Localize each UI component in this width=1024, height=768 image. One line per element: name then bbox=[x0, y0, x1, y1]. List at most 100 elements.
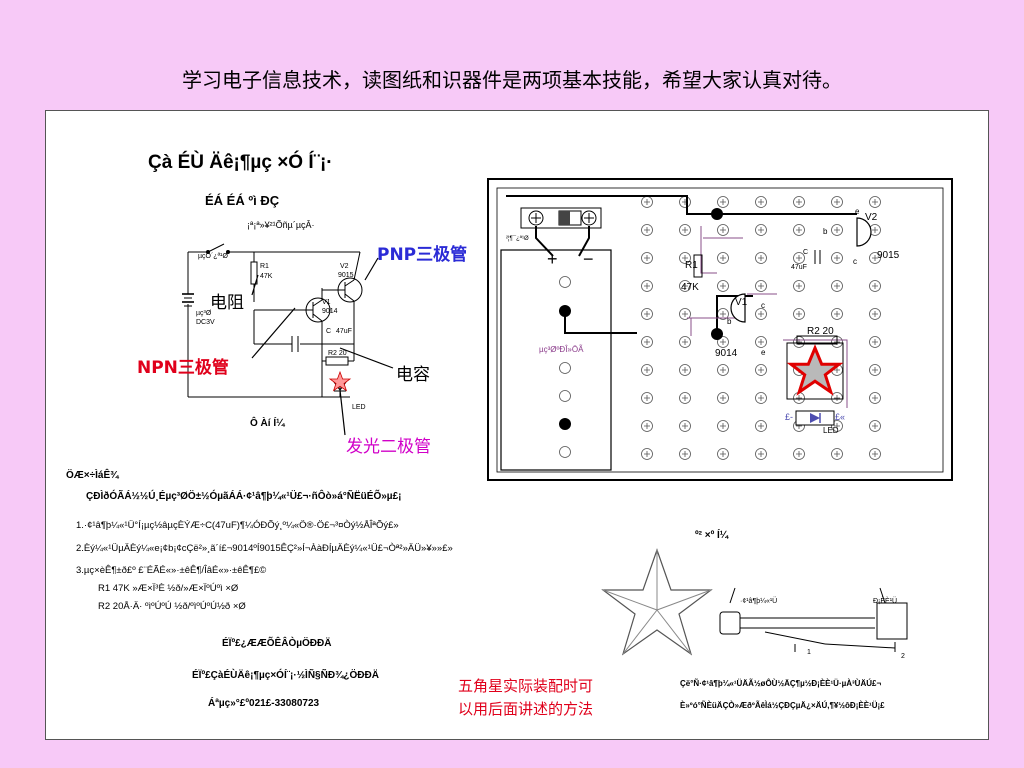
board-pad-mark bbox=[796, 311, 802, 317]
board-pad-mark bbox=[644, 283, 650, 289]
led-label: LED bbox=[352, 404, 366, 411]
principle-intro: ÇÐÌðÓÃÁ½½Ú¸Éµç³ØÖ±½ÓµãÁÁ·¢¹â¶þ¼«¹Ü£¬·ñÔò… bbox=[86, 491, 402, 502]
board-pad-mark bbox=[644, 395, 650, 401]
board-pad-mark bbox=[682, 227, 688, 233]
board-pad-mark bbox=[682, 311, 688, 317]
board-layout-diagram: + − ²¦¶¯¿ª¹Ø µç³ØºÐÎ»ÖÃ e V2 9015 b c R1… bbox=[487, 178, 953, 481]
board-v1-label: V1 bbox=[735, 297, 748, 308]
board-pad-mark bbox=[682, 367, 688, 373]
battery-box-label: µç³ØºÐÎ»ÖÃ bbox=[539, 345, 584, 354]
board-r2-label: R2 20 bbox=[807, 326, 834, 337]
r1-label: R1 bbox=[260, 263, 269, 270]
board-pad-mark bbox=[758, 311, 764, 317]
r2-label: R2 20 bbox=[328, 350, 347, 357]
board-pad-mark bbox=[758, 451, 764, 457]
page-title: 学习电子信息技术，读图纸和识器件是两项基本技能，希望大家认真对待。 bbox=[182, 68, 842, 92]
callout-leaders bbox=[251, 257, 394, 436]
assembly-note-2: È»ºó°ÑÈüÄÇÒ»ÆðºÃêÌá½ÇÐÇµÄ¿×ÄÚ,¶¥½ôÐ¡ÈÈ¹Ü… bbox=[680, 701, 885, 710]
assembly-caption: º² ×º Í¼ bbox=[695, 530, 729, 541]
board-pad-mark bbox=[872, 311, 878, 317]
board-pad-mark bbox=[682, 283, 688, 289]
board-pad-mark bbox=[682, 423, 688, 429]
board-v1-value: 9014 bbox=[715, 348, 738, 359]
board-cap-label: C bbox=[803, 249, 808, 256]
schematic-caption: ¡ª¡ª»¥²¹Õñµ´µçÂ· bbox=[247, 220, 315, 230]
board-pad-mark bbox=[834, 395, 840, 401]
board-pad-mark bbox=[758, 395, 764, 401]
board-plus: + bbox=[547, 249, 558, 269]
board-pad-mark bbox=[796, 199, 802, 205]
board-pad-mark bbox=[758, 255, 764, 261]
led-star-icon bbox=[328, 370, 352, 392]
board-pad-mark bbox=[834, 283, 840, 289]
diagram-caption: Ô­ Àí Í¼ bbox=[250, 418, 285, 429]
board-pad-mark bbox=[872, 227, 878, 233]
board-r1-label: R1 bbox=[685, 260, 698, 271]
board-pad-mark bbox=[872, 283, 878, 289]
v1-label: V1 bbox=[322, 299, 331, 306]
board-pad-mark bbox=[834, 227, 840, 233]
board-pad-mark bbox=[682, 451, 688, 457]
board-pad-mark bbox=[682, 255, 688, 261]
footer-title: ÉÏº£¿ÆÆÕÊÂÒµÖÐÐÄ bbox=[222, 638, 332, 649]
principle-title: ÖÆ×÷ÌáÊ¾ bbox=[66, 470, 119, 481]
board-pad-mark bbox=[796, 227, 802, 233]
board-pad-mark bbox=[758, 367, 764, 373]
step-2: 2.Èý¼«¹ÜµÄÈý¼«e¡¢b¡¢cÇë²»¸ã´í£¬9014ºÍ901… bbox=[76, 543, 453, 554]
battery-label: µç³Ø bbox=[196, 310, 212, 317]
board-led-label: LED bbox=[823, 426, 839, 435]
r1-value: 47K bbox=[260, 273, 273, 280]
board-pad-mark bbox=[834, 311, 840, 317]
pad-grid bbox=[559, 196, 881, 460]
board-pad-mark bbox=[644, 367, 650, 373]
board-pad-mark bbox=[720, 283, 726, 289]
board-pad-mark bbox=[834, 451, 840, 457]
board-pad-mark bbox=[834, 255, 840, 261]
board-pad-mark bbox=[872, 255, 878, 261]
v2-label: V2 bbox=[340, 263, 349, 270]
board-pad-mark bbox=[720, 339, 726, 345]
board-pad-mark bbox=[872, 423, 878, 429]
board-pad-mark bbox=[796, 283, 802, 289]
board-led-minus: £- bbox=[785, 412, 793, 422]
board-pad-mark bbox=[796, 395, 802, 401]
board-pad-mark bbox=[758, 283, 764, 289]
board-pad bbox=[559, 276, 571, 288]
board-pad-mark bbox=[796, 255, 802, 261]
star-note-line2: 以用后面讲述的方法 bbox=[458, 700, 594, 718]
board-pad-mark bbox=[758, 423, 764, 429]
board-pin-e-v1: e bbox=[761, 348, 766, 357]
board-pad bbox=[559, 362, 571, 374]
board-switch-label: ²¦¶¯¿ª¹Ø bbox=[506, 235, 529, 242]
board-pad-mark bbox=[758, 199, 764, 205]
led-star-icon bbox=[786, 344, 844, 396]
board-minus: − bbox=[583, 249, 594, 269]
board-pin-c-v1: c bbox=[761, 301, 765, 310]
board-pad-mark bbox=[644, 311, 650, 317]
board-pad-mark bbox=[872, 339, 878, 345]
star-note-line1: 五角星实际装配时可 bbox=[458, 677, 594, 695]
callout-num-2: 2 bbox=[901, 653, 905, 660]
callout-capacitor: 电容 bbox=[396, 365, 430, 385]
board-pad-mark bbox=[834, 423, 840, 429]
board-pin-b-v1: b bbox=[727, 317, 732, 326]
main-title: Çà ÉÙ Äê¡¶µç ×Ó Í¨¡· bbox=[148, 152, 333, 173]
board-r1-value: 47K bbox=[681, 282, 699, 293]
step-3: 3.µç×èÊ¶±ð£º £¨ÉÃÉ«»·±êÊ¶/ÎâÉ«»·±êÊ¶£© bbox=[76, 565, 267, 576]
board-v2-value: 9015 bbox=[877, 250, 900, 261]
board-pad-mark bbox=[644, 255, 650, 261]
board-pad-mark bbox=[644, 199, 650, 205]
board-pad-mark bbox=[644, 423, 650, 429]
board-pad bbox=[559, 446, 571, 458]
board-pin-b-v2: b bbox=[823, 227, 828, 236]
v2-value: 9015 bbox=[338, 272, 354, 279]
board-pad-mark bbox=[720, 395, 726, 401]
step-1: 1.·¢¹â¶þ¼«¹Ü°Í¡µç½âµçÈÝÆ÷C(47uF)¶¼ÓÐÕý¸º… bbox=[76, 520, 399, 531]
step-3-r2: R2 20Å·Ä· ºìºÚºÚ ½ð/ºìºÚºÚ½ð ×Ø bbox=[98, 601, 246, 612]
board-pad bbox=[559, 390, 571, 402]
board-pad-mark bbox=[720, 311, 726, 317]
footer-org: ÉÏº£ÇàÉÙÄê¡¶µç×ÓÍ¨¡·½ÌÑ§ÑÐ¾¿ÖÐÐÄ bbox=[192, 670, 379, 681]
battery-voltage: DC3V bbox=[196, 319, 215, 326]
board-pad-mark bbox=[720, 423, 726, 429]
board-pad-mark bbox=[872, 199, 878, 205]
